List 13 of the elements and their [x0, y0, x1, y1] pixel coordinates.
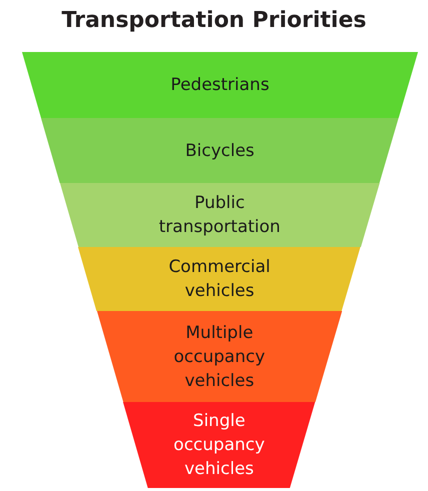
funnel-band — [22, 52, 418, 118]
band-label: Public transportation — [158, 192, 282, 239]
band-label: Single occupancy vehicles — [172, 410, 266, 481]
funnel-band — [60, 183, 380, 247]
band-label: Multiple occupancy vehicles — [172, 322, 266, 392]
funnel-band — [123, 402, 316, 488]
band-label: Commercial vehicles — [168, 256, 272, 303]
funnel-band — [41, 118, 399, 183]
funnel-band — [96, 311, 342, 402]
funnel-band — [78, 247, 361, 311]
band-label: Bicycles — [184, 140, 256, 162]
diagram-title: Transportation Priorities — [60, 8, 368, 33]
band-label: Pedestrians — [170, 74, 270, 97]
